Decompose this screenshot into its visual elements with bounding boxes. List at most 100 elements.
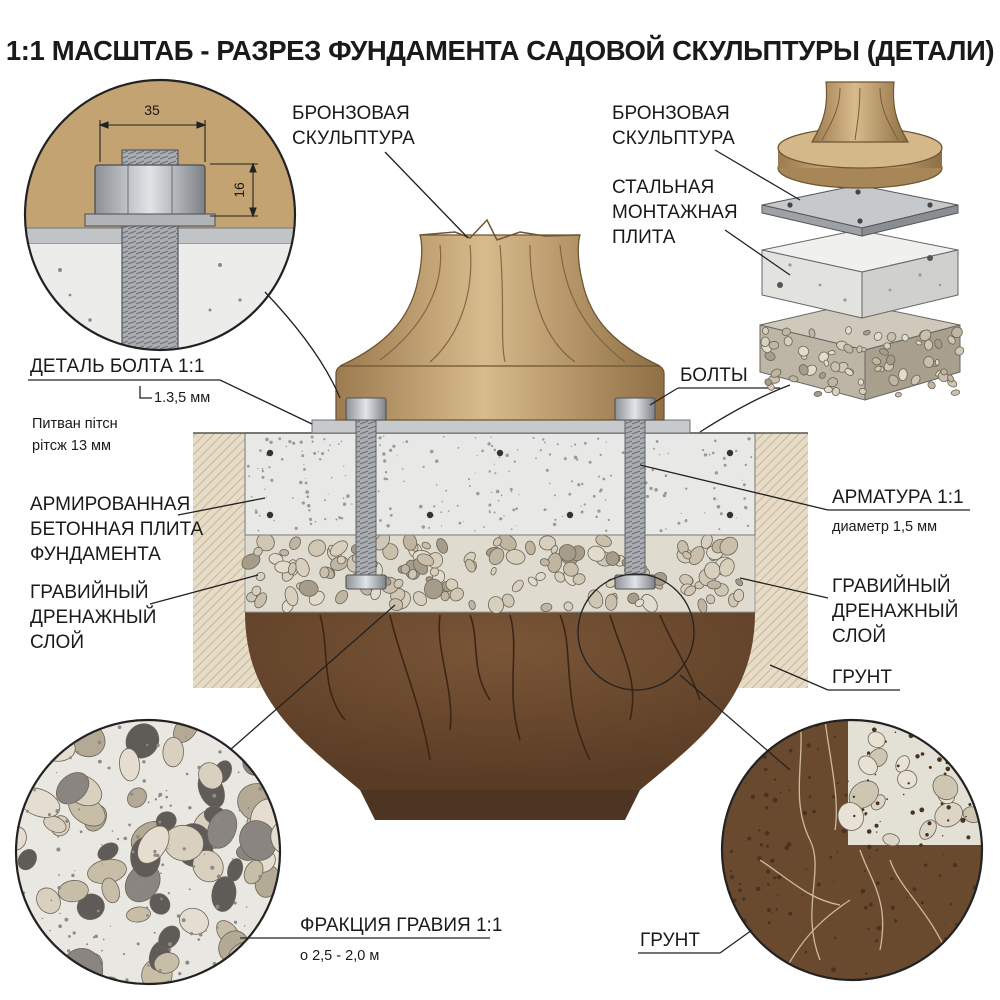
gravel-stone bbox=[179, 907, 209, 935]
texture-speck bbox=[493, 511, 496, 514]
gravel-stone bbox=[17, 849, 37, 871]
texture-speck bbox=[101, 844, 103, 846]
texture-speck bbox=[101, 863, 103, 865]
texture-speck bbox=[159, 805, 163, 809]
texture-speck bbox=[338, 443, 340, 445]
texture-speck bbox=[71, 873, 75, 878]
gravel-right-label-2: ДРЕНАЖНЫЙ bbox=[832, 600, 958, 622]
texture-speck bbox=[182, 847, 186, 851]
texture-speck bbox=[833, 735, 836, 738]
texture-speck bbox=[605, 441, 607, 443]
texture-speck bbox=[744, 721, 749, 726]
texture-speck bbox=[65, 819, 69, 823]
texture-speck bbox=[545, 468, 549, 472]
texture-speck bbox=[139, 879, 143, 882]
texture-speck bbox=[305, 490, 310, 494]
texture-speck bbox=[303, 464, 305, 466]
texture-speck bbox=[704, 512, 706, 514]
texture-speck bbox=[319, 458, 322, 461]
texture-speck bbox=[257, 529, 260, 532]
texture-speck bbox=[43, 975, 45, 977]
texture-speck bbox=[299, 440, 303, 444]
texture-speck bbox=[153, 931, 156, 934]
texture-speck bbox=[327, 493, 329, 495]
texture-speck bbox=[389, 507, 392, 510]
texture-speck bbox=[68, 756, 72, 760]
texture-speck bbox=[49, 929, 51, 932]
texture-speck bbox=[836, 782, 839, 785]
gravel-stone bbox=[279, 549, 290, 557]
texture-speck bbox=[215, 904, 220, 909]
texture-speck bbox=[128, 823, 132, 827]
texture-speck bbox=[499, 517, 503, 521]
texture-speck bbox=[308, 509, 311, 512]
gravel-stone bbox=[487, 596, 505, 614]
texture-speck bbox=[553, 494, 556, 497]
gravel-stone bbox=[440, 591, 450, 602]
texture-speck bbox=[488, 510, 491, 512]
texture-speck bbox=[233, 901, 237, 905]
gravel-stone bbox=[468, 599, 476, 611]
texture-speck bbox=[714, 471, 719, 475]
texture-speck bbox=[659, 529, 663, 533]
gravel-stone bbox=[895, 755, 910, 773]
texture-speck bbox=[351, 503, 353, 505]
gravel-stone bbox=[883, 342, 891, 350]
gravel-stone bbox=[416, 553, 435, 567]
gravel-stone bbox=[207, 809, 238, 849]
soil-detail-label: ГРУНТ bbox=[640, 930, 700, 951]
texture-speck bbox=[255, 509, 257, 512]
gravel-stone bbox=[149, 893, 171, 915]
gravel-stone bbox=[830, 361, 841, 373]
texture-speck bbox=[662, 493, 667, 498]
texture-speck bbox=[310, 435, 314, 439]
texture-speck bbox=[588, 460, 592, 464]
texture-speck bbox=[474, 530, 476, 532]
texture-speck bbox=[301, 450, 303, 452]
texture-speck bbox=[764, 718, 765, 719]
gravel-stone bbox=[857, 378, 865, 386]
gravel-stone bbox=[808, 328, 816, 339]
texture-speck bbox=[872, 727, 877, 733]
texture-speck bbox=[265, 496, 267, 498]
gravel-stone bbox=[684, 585, 697, 597]
texture-speck bbox=[440, 525, 443, 527]
exploded-plate-label-2: МОНТАЖНАЯ bbox=[612, 202, 738, 223]
texture-speck bbox=[876, 925, 882, 931]
texture-speck bbox=[651, 468, 655, 472]
gravel-stone bbox=[488, 547, 505, 565]
texture-speck bbox=[742, 479, 743, 481]
texture-speck bbox=[488, 470, 491, 473]
texture-speck bbox=[920, 901, 924, 905]
texture-speck bbox=[294, 526, 298, 531]
texture-speck bbox=[965, 775, 969, 779]
texture-speck bbox=[576, 458, 579, 461]
texture-speck bbox=[812, 809, 816, 814]
texture-speck bbox=[215, 818, 219, 822]
texture-speck bbox=[178, 972, 182, 976]
gravel-stone bbox=[23, 959, 48, 984]
texture-speck bbox=[389, 514, 393, 517]
texture-speck bbox=[261, 475, 265, 479]
texture-speck bbox=[403, 480, 405, 483]
texture-speck bbox=[342, 497, 345, 500]
texture-speck bbox=[836, 851, 839, 853]
texture-speck bbox=[763, 792, 769, 798]
texture-speck bbox=[468, 478, 470, 481]
texture-speck bbox=[269, 440, 273, 444]
texture-speck bbox=[733, 733, 737, 737]
gravel-left-label-1: ГРАВИЙНЫЙ bbox=[30, 581, 149, 603]
texture-speck bbox=[158, 820, 162, 824]
texture-speck bbox=[722, 456, 726, 460]
texture-speck bbox=[766, 883, 770, 886]
texture-speck bbox=[722, 736, 723, 741]
texture-speck bbox=[335, 518, 338, 521]
texture-speck bbox=[155, 853, 160, 858]
texture-speck bbox=[254, 510, 258, 514]
gravel-stone bbox=[919, 329, 932, 342]
texture-speck bbox=[605, 529, 608, 532]
texture-speck bbox=[265, 437, 269, 442]
texture-speck bbox=[94, 934, 99, 938]
texture-speck bbox=[543, 441, 546, 444]
gravel-stone bbox=[886, 354, 896, 366]
